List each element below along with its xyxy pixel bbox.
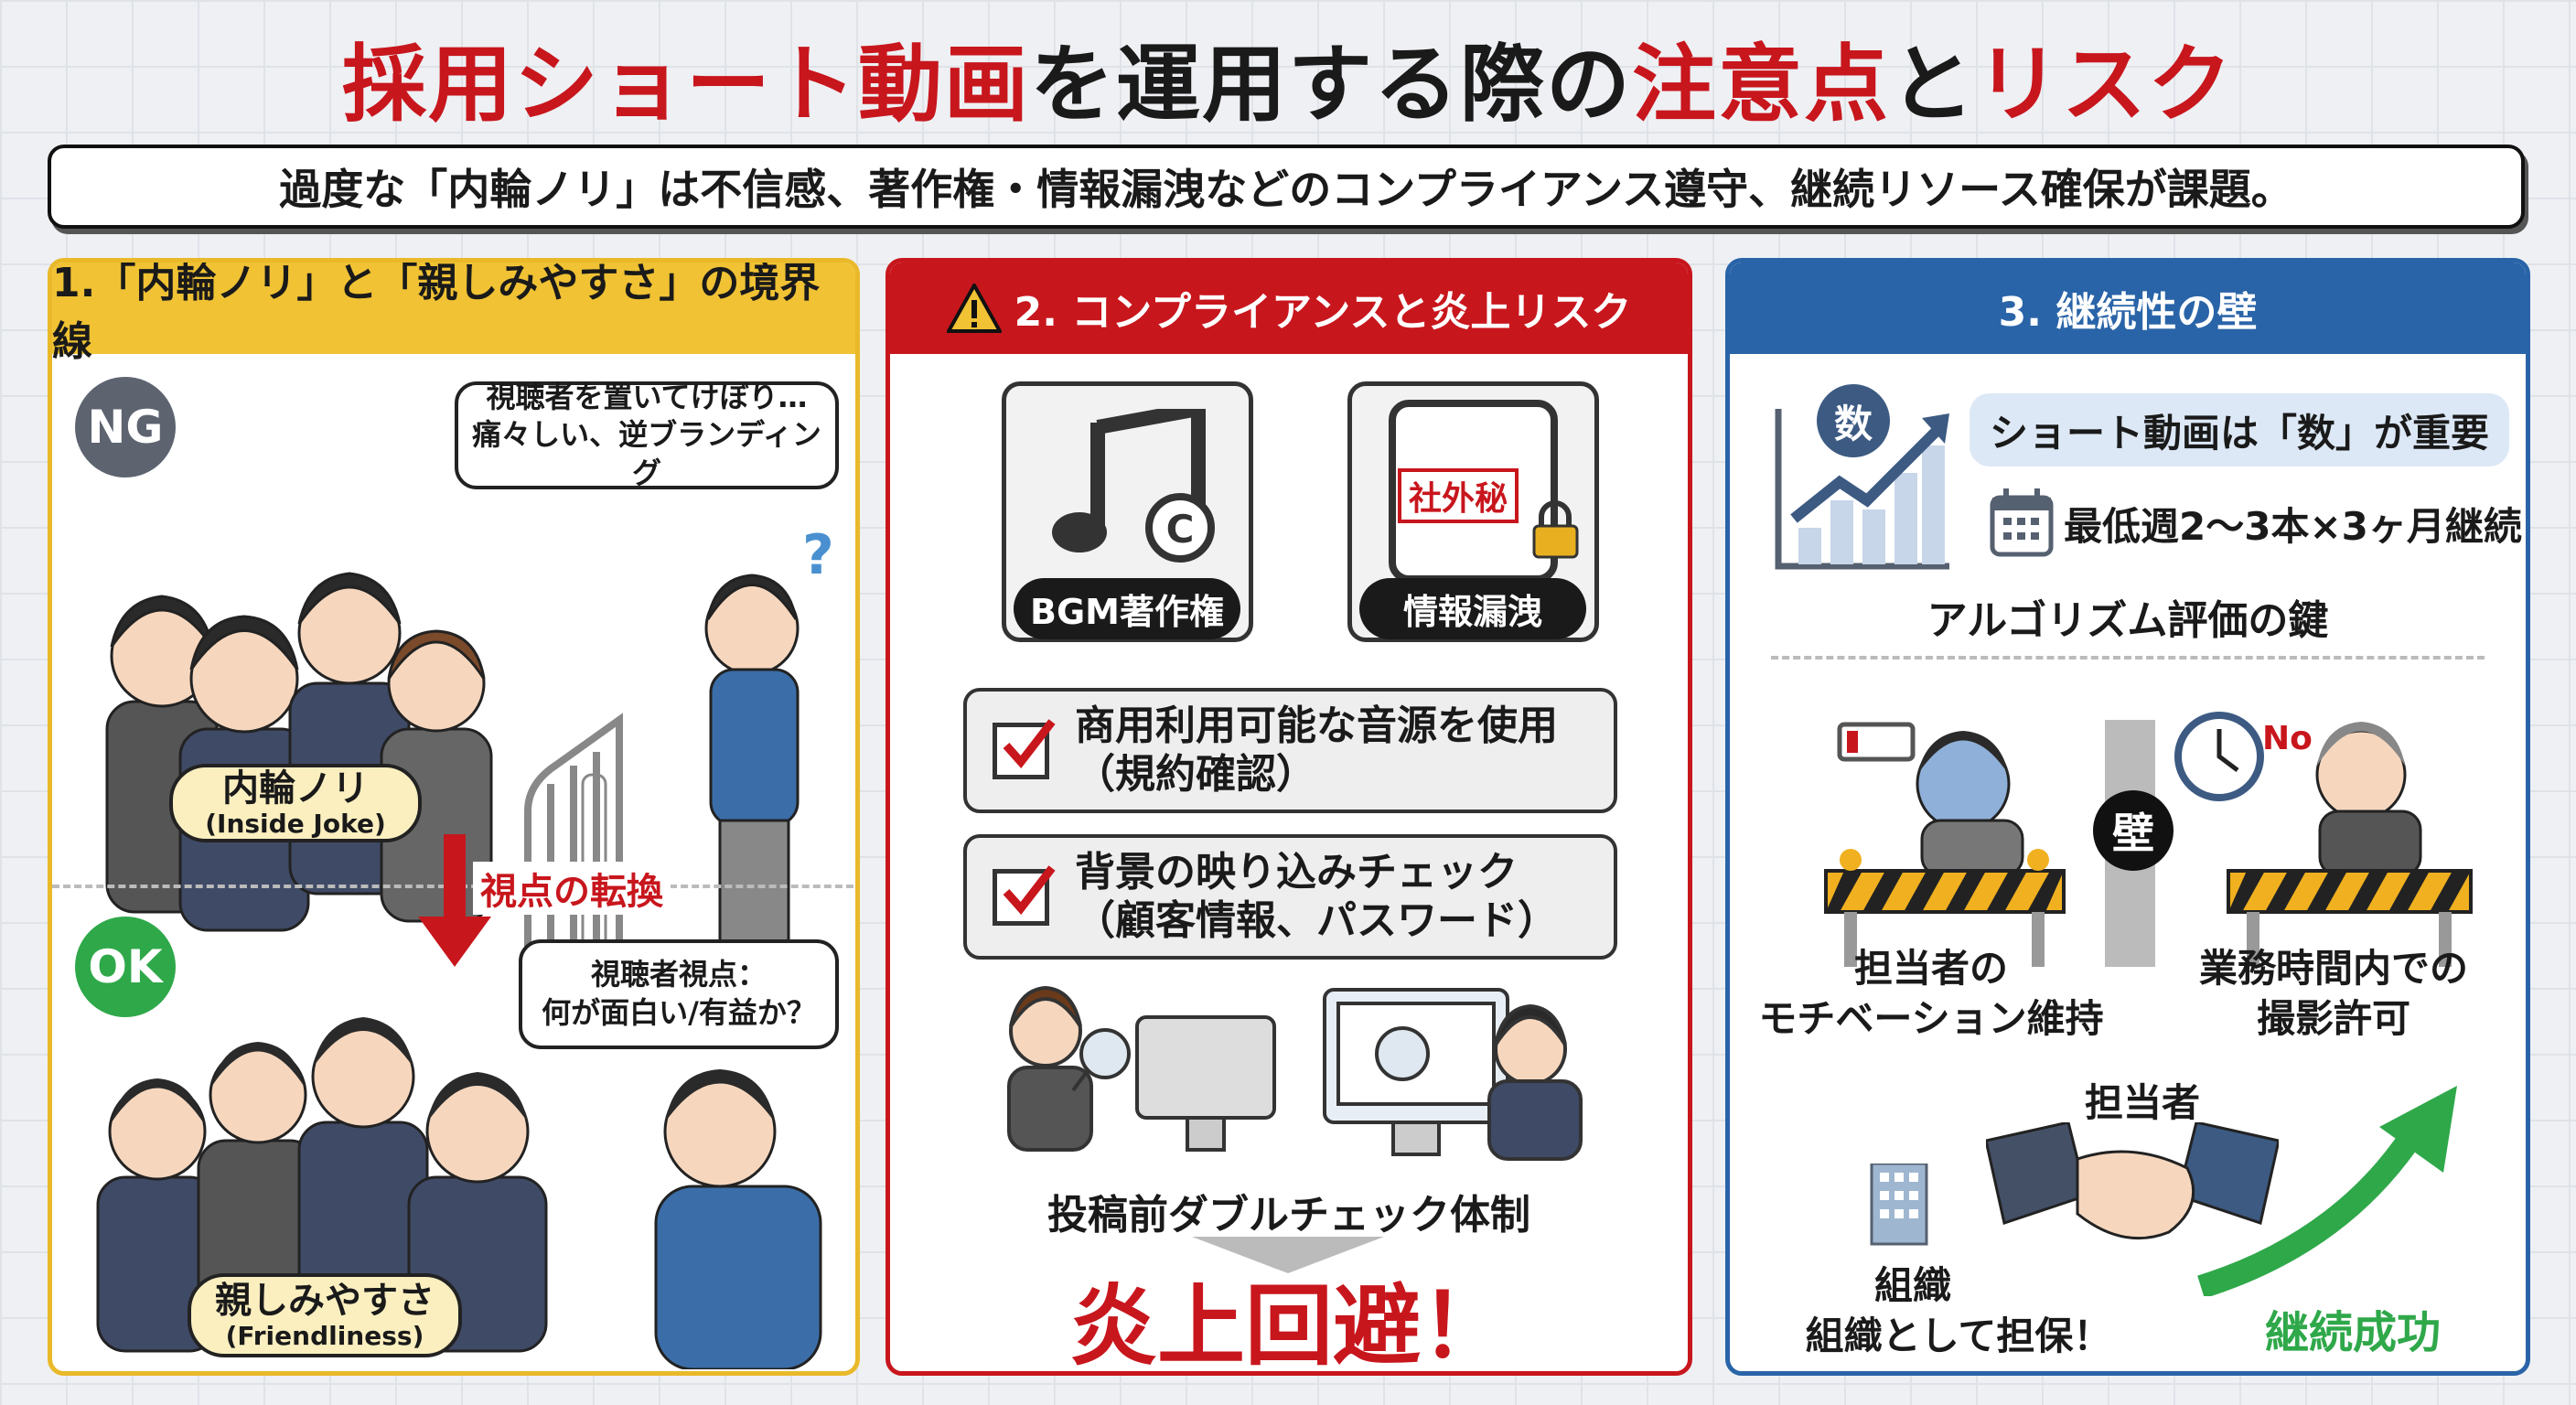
arrow-down-icon [1192,1237,1384,1273]
bgm-copyright-label: BGM著作権 [1014,578,1240,639]
bubble-line: 何が面白い/有益か？ [542,995,816,1030]
bubble-line: 痛々しい、逆ブランディング [472,417,821,490]
panel-header: 2. コンプライアンスと炎上リスク [890,263,1688,354]
work-hours-caption: 業務時間内での撮影許可 [2169,944,2498,1044]
bgm-copyright-card: C BGM著作権 [1002,381,1253,642]
wall-badge: 壁 [2093,790,2174,871]
check-text: 商用利用可能な音源を使用 [1075,702,1558,749]
title-part: リスク [1976,36,2235,134]
svg-text:C: C [1166,507,1195,552]
no-label: No [2262,720,2313,757]
office-building-icon [1870,1164,1928,1246]
number-badge: 数 [1817,384,1890,457]
ok-speech-bubble: 視聴者視点：何が面白い/有益か？ [519,939,839,1049]
music-copyright-icon: C [1052,409,1215,563]
algorithm-key-text: アルゴリズム評価の鍵 [1927,597,2329,644]
label-jp: 内輪ノリ [222,767,369,810]
panel-compliance: 2. コンプライアンスと炎上リスク C BGM著作権 社外秘 情報漏洩 商用利用… [886,258,1692,1376]
panel-header: 1.「内輪ノリ」と「親しみやすさ」の境界線 [52,263,855,365]
arrow-down-icon [418,834,491,967]
barrier-right [2227,869,2473,967]
double-check-illustration [1007,985,1583,1161]
checklist-item: 商用利用可能な音源を使用（規約確認） [963,688,1617,813]
barrier-left [1824,849,2066,967]
divider [1771,656,2485,660]
handshake-icon [1986,1122,2279,1240]
page-title: 採用ショート動画を運用する際の注意点とリスク [0,16,2576,138]
lock-icon [1532,500,1579,559]
panel-continuity: 3. 継続性の壁 数 ショート動画は「数」が重要 最低週2〜3本×3ヶ月継続 ア… [1725,258,2530,1376]
confidential-stamp: 社外秘 [1398,468,1519,523]
obstacles-illustration [1824,712,2473,967]
quantity-pill: ショート動画は「数」が重要 [1970,393,2509,467]
bubble-line: 視聴者視点： [590,957,767,992]
checkbox-checked-icon [993,864,1056,926]
check-text: 背景の映り込みチェック [1075,848,1518,896]
caption-line: 業務時間内での [2198,946,2468,991]
panel-header: 3. 継続性の壁 [1730,263,2526,354]
friendliness-label: 親しみやすさ(Friendliness) [188,1273,462,1357]
label-en: (Inside Joke) [205,808,386,839]
calendar-icon [1990,488,2054,557]
check-note: （規約確認） [1075,750,1316,798]
caption-line: 撮影許可 [2256,995,2410,1041]
title-part: 採用ショート動画 [341,36,1030,134]
warning-triangle-icon [946,284,1002,333]
growth-chart-icon [1775,409,1949,570]
svg-text:?: ? [802,523,834,587]
checklist-item: 背景の映り込みチェック（顧客情報、パスワード） [963,834,1617,960]
label-jp: 親しみやすさ [215,1279,435,1322]
title-part: 注意点 [1631,36,1890,134]
success-label: 継続成功 [2265,1307,2442,1358]
checkbox-checked-icon [993,718,1056,779]
motivation-caption: 担当者のモチベーション維持 [1748,944,2114,1044]
frequency-text: 最低週2〜3本×3ヶ月継続 [2064,504,2522,549]
title-part: を運用する際の [1029,36,1632,134]
check-note: （顧客情報、パスワード） [1075,896,1558,944]
organization-caption: 組織として担保！ [1805,1314,2112,1358]
panel-boundary: 1.「内輪ノリ」と「親しみやすさ」の境界線 NG 視聴者を置いてけぼり…痛々しい… [48,258,860,1376]
info-leak-label: 情報漏洩 [1359,578,1586,639]
title-part: と [1890,36,1977,134]
ok-badge: OK [75,917,176,1017]
ng-badge: NG [75,377,176,477]
caption-line: 担当者の [1853,946,2008,991]
bubble-line: 視聴者を置いてけぼり… [486,379,808,414]
caption-line: モチベーション維持 [1758,995,2104,1041]
info-leak-card: 社外秘 情報漏洩 [1347,381,1599,642]
label-en: (Friendliness) [225,1320,424,1351]
subtitle-banner: 過度な「内輪ノリ」は不信感、著作権・情報漏洩などのコンプライアンス遵守、継続リソ… [48,145,2525,229]
person-in-charge-label: 担当者 [2085,1080,2201,1125]
double-check-caption: 投稿前ダブルチェック体制 [1047,1192,1530,1239]
perspective-shift-label: 視点の転換 [473,862,671,915]
avoid-flaming-result: 炎上回避！ [1069,1275,1508,1376]
panel-title: 2. コンプライアンスと炎上リスク [1014,289,1632,336]
success-arrow-icon [2197,1086,2457,1296]
inside-joke-label: 内輪ノリ(Inside Joke) [169,764,422,842]
ng-speech-bubble: 視聴者を置いてけぼり…痛々しい、逆ブランディング [455,379,839,490]
organization-label: 組織 [1873,1263,1951,1308]
